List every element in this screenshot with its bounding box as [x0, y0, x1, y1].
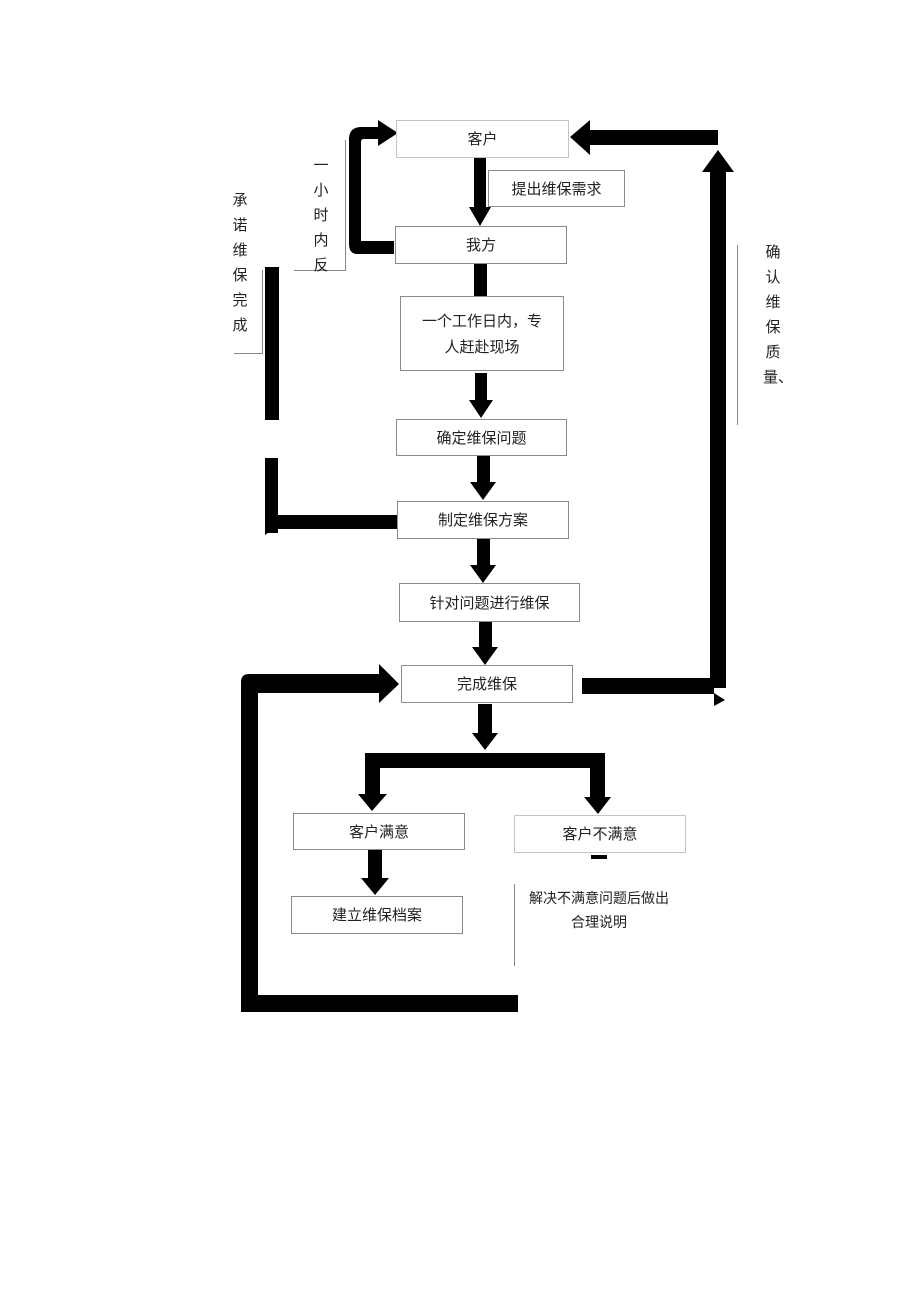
arrow-us-to-dispatch: [474, 264, 487, 298]
repair-label: 针对问题进行维保: [429, 593, 550, 612]
explain-note-bracket: [514, 884, 515, 966]
dispatch-label: 一个工作日内，专人赶赴现场: [421, 311, 542, 356]
arrow-dispatch-to-confirm: [469, 373, 493, 418]
archive-label: 建立维保档案: [331, 906, 422, 924]
arrow-customer-to-us: [469, 158, 491, 226]
customer-box: 客户: [396, 120, 569, 158]
done-label: 完成维保: [456, 675, 517, 693]
branch-bar: [365, 753, 605, 768]
response-note: 一小时内反: [313, 156, 329, 273]
arrow-into-customer: [570, 120, 718, 155]
dispatch-box: 一个工作日内，专人赶赴现场: [400, 296, 564, 371]
repair-box: 针对问题进行维保: [399, 583, 580, 622]
unsatisfied-box: 客户不满意: [514, 815, 686, 853]
arrow-done-to-customer-loop: [582, 150, 734, 706]
arrow-done-to-branch: [472, 704, 498, 750]
confirm-issue-box: 确定维保问题: [396, 419, 567, 456]
plan-label: 制定维保方案: [437, 511, 528, 529]
us-label: 我方: [465, 236, 496, 254]
arrow-plan-loop-head: [265, 514, 280, 535]
archive-box: 建立维保档案: [291, 896, 463, 934]
done-box: 完成维保: [401, 665, 573, 703]
plan-box: 制定维保方案: [397, 501, 569, 539]
arrow-us-to-customer-loop: [349, 120, 398, 254]
arrow-repair-to-done: [472, 622, 498, 665]
arrow-plan-loop-top: [265, 267, 279, 420]
satisfied-label: 客户满意: [348, 822, 409, 841]
response-note-base: [294, 270, 346, 271]
response-note-bracket: [345, 140, 346, 270]
promise-note-base: [234, 353, 263, 354]
quality-note: 确认维保质量、时: [763, 243, 783, 386]
arrow-plan-to-repair: [470, 539, 496, 583]
arrow-satisfied-to-archive: [361, 849, 389, 895]
arrow-branch-to-unsatisfied: [584, 760, 611, 814]
arrow-confirm-to-plan: [470, 456, 496, 500]
customer-label: 客户: [467, 130, 498, 148]
request-box: 提出维保需求: [488, 170, 625, 207]
promise-note: 承诺维保完成时: [232, 191, 248, 334]
explain-note: 解决不满意问题后做出合理说明: [529, 891, 669, 931]
arrow-branch-to-satisfied: [358, 760, 387, 811]
request-label: 提出维保需求: [511, 179, 602, 198]
confirm-issue-label: 确定维保问题: [436, 428, 527, 447]
us-box: 我方: [395, 226, 567, 264]
quality-note-bracket: [737, 245, 738, 425]
unsatisfied-mark: [591, 855, 607, 859]
arrow-plan-loop-bottom: [265, 458, 398, 533]
satisfied-box: 客户满意: [293, 813, 465, 850]
unsatisfied-label: 客户不满意: [562, 825, 638, 843]
promise-note-bracket: [262, 270, 263, 354]
